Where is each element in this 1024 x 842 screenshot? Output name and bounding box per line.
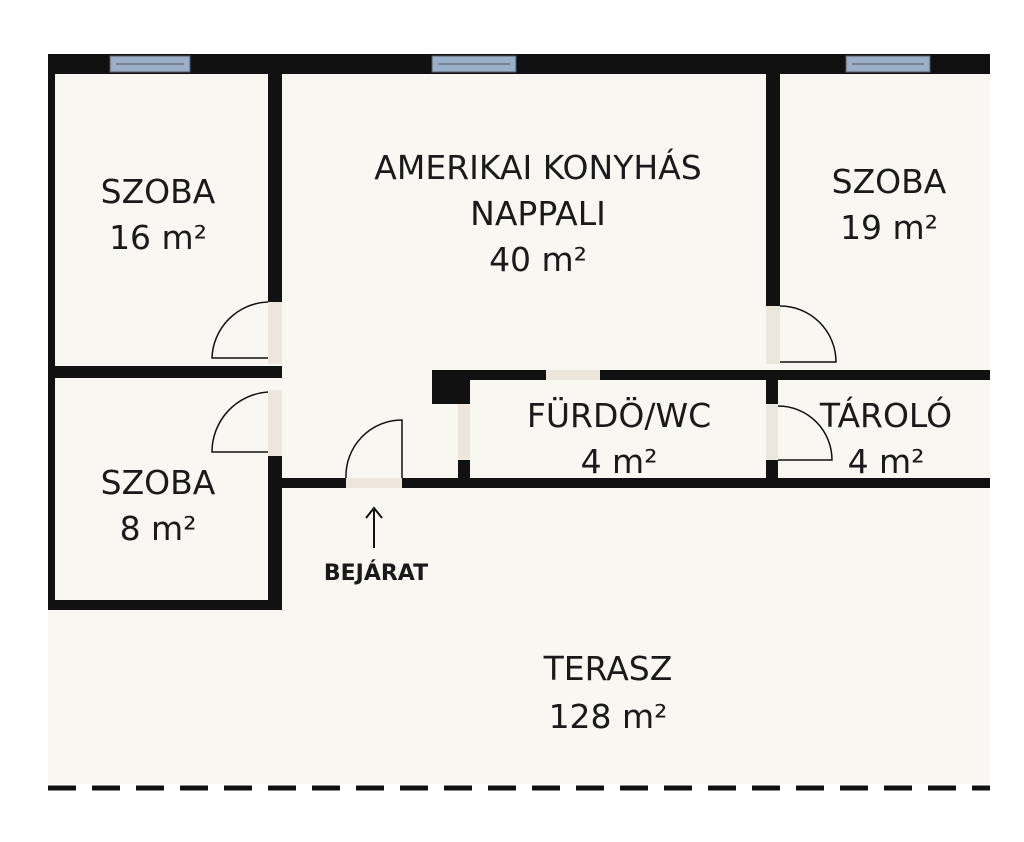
wall-terrace-line-right [402,478,990,488]
bedroom-2-area: 19 m² [840,208,938,247]
door-swing-bedroom-1 [211,301,269,359]
storage-area: 4 m² [848,442,925,481]
window-center [431,55,517,73]
living-name-line2: NAPPALI [470,194,606,233]
bedroom-2-name: SZOBA [832,162,947,201]
wall-between-left-rooms [48,366,282,378]
door-swing-storage [777,405,833,461]
storage-name: TÁROLÓ [819,395,952,435]
bathroom-area: 4 m² [581,442,658,481]
door-gap-bedroom-3 [268,390,282,456]
door-swing-bedroom-3 [211,391,269,453]
bedroom-1-area: 16 m² [109,218,207,257]
living-area: 40 m² [489,240,587,279]
wall-right-upper [766,66,780,306]
bedroom-3-area: 8 m² [120,509,197,548]
top-wall [48,54,990,74]
left-wall [48,54,55,610]
terrace-name: TERASZ [543,649,673,688]
door-swing-entrance [345,419,403,479]
window-left [109,55,191,73]
wall-bath-top [432,370,546,380]
door-gap-entrance [346,478,402,488]
bottom-left-wall [48,600,282,610]
bedroom-3-name: SZOBA [101,463,216,502]
door-gap-bedroom-1 [268,302,282,364]
wall-left-upper [268,66,282,302]
door-gap-bathroom [458,404,470,460]
window-right [845,55,931,73]
bedroom-1-name: SZOBA [101,172,216,211]
door-gap-bedroom-2 [766,306,780,364]
terrace-floor [48,488,990,784]
wall-bath-top-right [600,370,990,380]
entrance-arrow-icon [365,506,383,548]
wall-left-lower [268,456,282,610]
terrace-area: 128 m² [549,697,668,736]
wall-terrace-line-left [282,478,346,488]
door-gap-bathroom-window [546,370,600,380]
door-gap-storage [766,404,778,460]
entrance-label: BEJÁRAT [324,560,428,586]
bathroom-name: FÜRDÖ/WC [527,395,711,435]
living-name-line1: AMERIKAI KONYHÁS [374,147,701,187]
door-swing-bedroom-2 [779,305,837,363]
